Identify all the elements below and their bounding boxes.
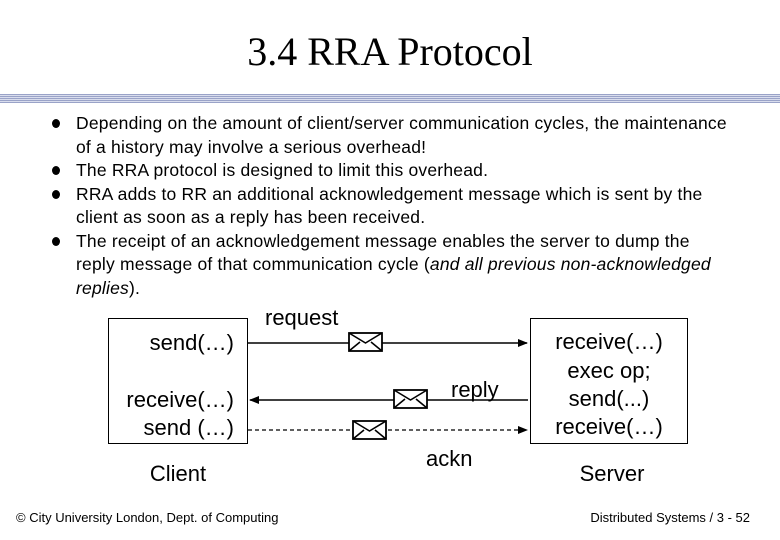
bullet-text: Depending on the amount of client/server… — [76, 113, 727, 157]
bullet-text: The RRA protocol is designed to limit th… — [76, 160, 489, 180]
server-box — [530, 318, 688, 444]
bullet-item: RRA adds to RR an additional acknowledge… — [50, 183, 730, 230]
server-receive-label: receive(…) — [555, 329, 663, 354]
bullet-list: Depending on the amount of client/server… — [50, 112, 730, 300]
envelope-icon — [352, 420, 387, 440]
bullet-text: RRA adds to RR an additional acknowledge… — [76, 183, 703, 228]
client-box — [108, 318, 248, 444]
client-label: Client — [149, 461, 207, 486]
server-label: Server — [579, 461, 645, 486]
title-divider — [0, 94, 780, 103]
server-receive-ack-label: receive(…) — [555, 414, 663, 439]
bullet-text: The receipt of an acknowledgement messag… — [76, 230, 690, 275]
envelope-icon — [348, 332, 383, 352]
client-send-ack-label: send (…) — [143, 415, 234, 440]
bullet-text-tail: ). — [128, 277, 141, 298]
bullet-item: Depending on the amount of client/server… — [50, 112, 730, 159]
server-send-label: send(...) — [568, 386, 650, 411]
envelope-icon — [393, 389, 428, 409]
server-exec-label: exec op; — [567, 358, 651, 383]
bullet-item: The receipt of an acknowledgement messag… — [50, 230, 730, 301]
footer-copyright: © City University London, Dept. of Compu… — [16, 510, 279, 525]
ackn-label: ackn — [426, 446, 473, 471]
reply-label: reply — [451, 377, 499, 402]
footer-page-number: Distributed Systems / 3 - 52 — [590, 510, 750, 525]
client-receive-label: receive(…) — [126, 387, 234, 412]
request-label: request — [265, 305, 339, 330]
bullet-text-italic: and all previous non-acknowledged replie… — [76, 254, 711, 298]
client-send-label: send(…) — [149, 330, 234, 355]
slide-title: 3.4 RRA Protocol — [247, 29, 533, 74]
bullet-item: The RRA protocol is designed to limit th… — [50, 159, 730, 183]
